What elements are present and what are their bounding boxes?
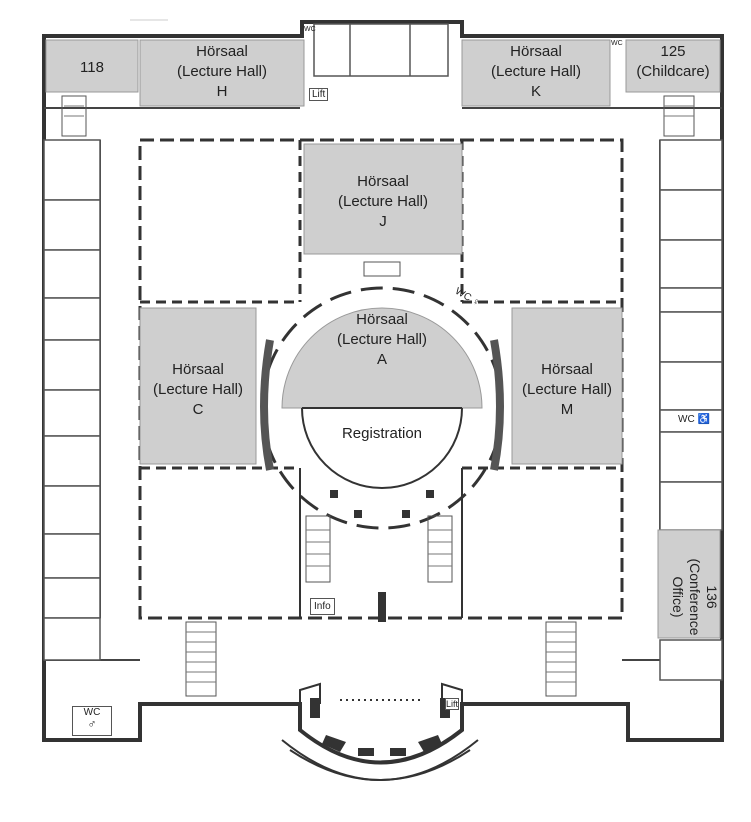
wheelchair-icon: ♿ — [697, 414, 710, 425]
pillars — [310, 490, 450, 756]
lecture-hall-k-sub: (Lecture Hall) — [490, 63, 582, 80]
entrance — [299, 682, 463, 704]
side-rooms — [43, 23, 723, 681]
lecture-hall-a: Hörsaal (Lecture Hall) A — [302, 310, 462, 370]
wc-top-right: WC — [611, 40, 623, 47]
lecture-hall-j-name: Hörsaal — [357, 173, 409, 190]
room-136-line2: Office) — [670, 576, 686, 618]
room-125-sub: (Childcare) — [636, 63, 710, 80]
registration-label: Registration — [341, 425, 423, 442]
lecture-hall-m: Hörsaal (Lecture Hall) M — [508, 360, 626, 420]
room-136-number: 136 — [704, 585, 720, 609]
lecture-hall-h-sub: (Lecture Hall) — [176, 63, 268, 80]
lecture-hall-a-code: A — [376, 351, 387, 368]
lecture-hall-c-code: C — [192, 401, 204, 418]
lecture-halls — [45, 39, 721, 639]
lecture-hall-a-sub: (Lecture Hall) — [336, 331, 428, 348]
male-icon: ♂ — [87, 717, 97, 731]
room-118-number: 118 — [80, 59, 104, 76]
wc-top-left-label: WC — [304, 26, 316, 33]
wc-accessible-label: WC — [678, 414, 695, 425]
lecture-hall-k-code: K — [530, 83, 541, 100]
lift-top: Lift — [309, 88, 329, 101]
registration-area: Registration — [302, 424, 462, 444]
lecture-hall-c-sub: (Lecture Hall) — [152, 381, 244, 398]
room-125: 125 (Childcare) — [626, 42, 720, 82]
room-136: 136 (Conference Office) — [658, 545, 720, 649]
room-136-line1: (Conference — [687, 558, 703, 636]
lecture-hall-a-name: Hörsaal — [356, 311, 408, 328]
lecture-hall-j-code: J — [379, 213, 387, 230]
lecture-hall-j-sub: (Lecture Hall) — [337, 193, 429, 210]
room-118: 118 — [46, 58, 138, 78]
lecture-hall-h-name: Hörsaal — [196, 43, 248, 60]
lift-bottom-label: Lift — [446, 699, 459, 709]
lecture-hall-c: Hörsaal (Lecture Hall) C — [140, 360, 256, 420]
lecture-hall-m-code: M — [560, 401, 574, 418]
lift-bottom: Lift — [445, 698, 460, 710]
info-desk: Info — [310, 598, 335, 615]
lecture-hall-h-code: H — [216, 83, 228, 100]
lecture-hall-k: Hörsaal (Lecture Hall) K — [462, 42, 610, 102]
lecture-hall-h: Hörsaal (Lecture Hall) H — [140, 42, 304, 102]
info-label: Info — [314, 601, 331, 612]
wc-accessible: WC ♿ — [678, 414, 710, 425]
lecture-hall-k-name: Hörsaal — [510, 43, 562, 60]
stairs — [61, 95, 695, 697]
rotunda — [260, 286, 504, 530]
lecture-hall-m-name: Hörsaal — [541, 361, 593, 378]
room-125-number: 125 — [660, 43, 686, 60]
wc-top-left: WC — [304, 26, 316, 33]
wc-male-label: WC — [83, 707, 101, 718]
lecture-hall-j: Hörsaal (Lecture Hall) J — [304, 172, 462, 232]
wc-male: WC ♂ — [72, 706, 112, 736]
lecture-hall-m-sub: (Lecture Hall) — [521, 381, 613, 398]
wc-top-right-label: WC — [611, 40, 623, 47]
lecture-hall-c-name: Hörsaal — [172, 361, 224, 378]
lift-top-label: Lift — [312, 89, 326, 100]
stair-hatching — [64, 105, 694, 683]
